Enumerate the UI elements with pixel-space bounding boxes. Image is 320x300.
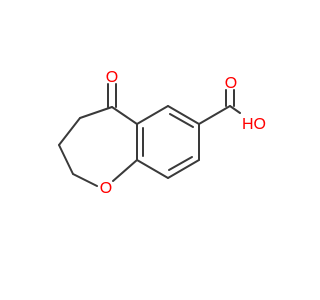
ring-oxygen-label: O [100,180,112,197]
bond-c3-c2 [58,144,74,175]
bond-c4a-c5 [167,105,200,125]
bond-c9-c5ket [111,106,138,125]
bond-aromatic-inner-2 [168,156,193,171]
bond-aromatic-inner-1 [169,113,194,128]
bond-c2-o1 [72,173,98,187]
bond-c5-cooh [198,105,231,125]
carbonyl-oxygen-label: O [225,75,237,92]
structure-canvas: O O O HO [58,69,266,197]
bond-c6-c7 [167,159,200,179]
bond-c4-c3 [58,117,81,146]
bond-c7-c8 [136,159,169,179]
ketone-oxygen-label: O [106,69,118,86]
molecule-drawing: O O O HO [58,69,266,197]
bond-c9-c4a [136,105,169,125]
bond-cooh-oh [229,105,241,114]
hydroxyl-label: HO [242,116,266,133]
bond-o1-c9a [112,159,138,182]
bond-c5ket-c4 [79,106,113,119]
